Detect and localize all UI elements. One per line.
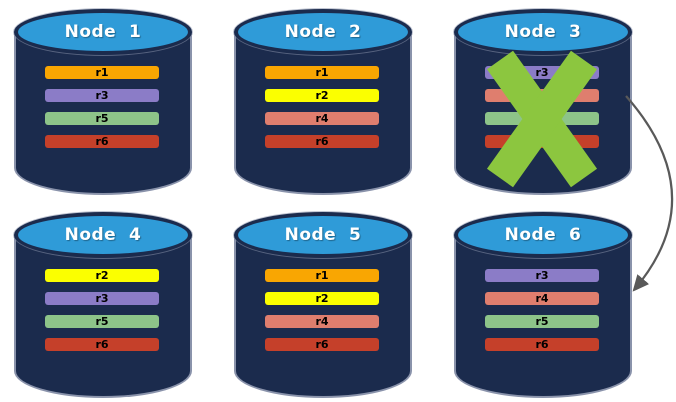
node-title: Node 4: [64, 225, 142, 245]
replica-list: r2 r3 r5 r6: [45, 269, 159, 361]
replica-label: r6: [315, 135, 329, 148]
node-4-cylinder: Node 4 r2 r3 r5 r6: [14, 212, 192, 398]
cylinder-top: Node 4: [14, 212, 192, 258]
replica-label: r3: [95, 89, 109, 102]
node-title: Node 5: [284, 225, 362, 245]
replica-label: r6: [315, 338, 329, 351]
node-title: Node 2: [284, 22, 362, 42]
replica-label: r2: [315, 89, 329, 102]
replica-label: r4: [315, 315, 329, 328]
replica-label: r2: [95, 269, 109, 282]
replica-bar: r5: [45, 315, 159, 328]
failure-x-icon: [486, 50, 598, 188]
cylinder-top: Node 1: [14, 9, 192, 55]
replica-list: r1 r2 r4 r6: [265, 66, 379, 158]
replica-bar: r1: [265, 269, 379, 282]
node-6-cylinder: Node 6 r3 r4 r5 r6: [454, 212, 632, 398]
replica-bar: r4: [265, 112, 379, 125]
replica-bar: r3: [485, 269, 599, 282]
replica-bar: r2: [45, 269, 159, 282]
cylinder-top: Node 2: [234, 9, 412, 55]
replica-bar: r6: [45, 135, 159, 148]
node-5-cylinder: Node 5 r1 r2 r4 r6: [234, 212, 412, 398]
replica-label: r1: [315, 66, 329, 79]
replica-list: r1 r3 r5 r6: [45, 66, 159, 158]
replica-label: r2: [315, 292, 329, 305]
replica-label: r6: [95, 338, 109, 351]
replica-bar: r4: [265, 315, 379, 328]
cylinder-top: Node 3: [454, 9, 632, 55]
replica-label: r6: [95, 135, 109, 148]
node-title: Node 1: [64, 22, 142, 42]
replica-list: r1 r2 r4 r6: [265, 269, 379, 361]
replica-bar: r2: [265, 89, 379, 102]
replica-label: r5: [535, 315, 549, 328]
replica-bar: r3: [45, 89, 159, 102]
node-1-cylinder: Node 1 r1 r3 r5 r6: [14, 9, 192, 195]
replica-bar: r3: [45, 292, 159, 305]
replica-label: r4: [315, 112, 329, 125]
node-2-cylinder: Node 2 r1 r2 r4 r6: [234, 9, 412, 195]
replica-label: r1: [315, 269, 329, 282]
replica-bar: r6: [265, 338, 379, 351]
replica-bar: r6: [45, 338, 159, 351]
replica-label: r5: [95, 112, 109, 125]
replica-label: r4: [535, 292, 549, 305]
cylinder-top: Node 5: [234, 212, 412, 258]
node-title: Node 3: [504, 22, 582, 42]
node-3-cylinder: Node 3 r3 r4 r5 r6: [454, 9, 632, 195]
replica-bar: r5: [485, 315, 599, 328]
replica-label: r3: [95, 292, 109, 305]
replica-label: r3: [535, 66, 549, 79]
node-title: Node 6: [504, 225, 582, 245]
replica-bar: r6: [265, 135, 379, 148]
replica-bar: r2: [265, 292, 379, 305]
replica-bar: r6: [485, 338, 599, 351]
replica-label: r6: [535, 338, 549, 351]
replica-bar: r1: [265, 66, 379, 79]
replica-bar: r1: [45, 66, 159, 79]
replica-bar: r5: [45, 112, 159, 125]
cylinder-top: Node 6: [454, 212, 632, 258]
replica-label: r5: [95, 315, 109, 328]
replica-label: r1: [95, 66, 109, 79]
replica-bar: r4: [485, 292, 599, 305]
replica-list: r3 r4 r5 r6: [485, 269, 599, 361]
replica-label: r3: [535, 269, 549, 282]
